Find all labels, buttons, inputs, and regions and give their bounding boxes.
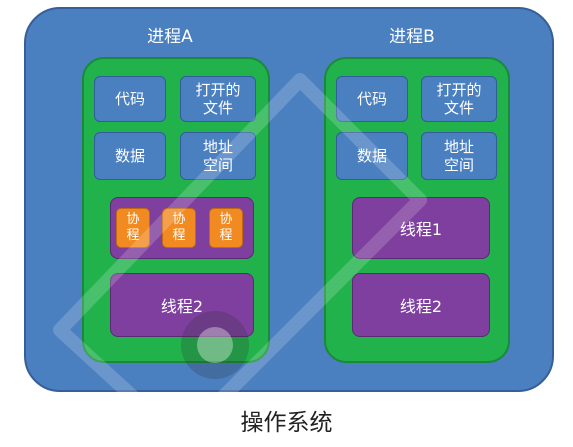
process-a-title: 进程A [147, 27, 193, 47]
process-b-data: 数据 [336, 132, 408, 180]
process-b-title: 进程B [389, 27, 435, 47]
process-a-open-files: 打开的 文件 [180, 76, 256, 122]
process-b-thread2: 线程2 [352, 273, 490, 337]
operating-system-label: 操作系统 [240, 410, 333, 436]
process-a-code: 代码 [94, 76, 166, 122]
process-a-data: 数据 [94, 132, 166, 180]
process-b-thread1: 线程1 [352, 197, 490, 259]
process-a-coroutine-3: 协 程 [209, 208, 243, 248]
process-a-coroutine-1: 协 程 [116, 208, 150, 248]
process-b-code: 代码 [336, 76, 408, 122]
process-a-coroutine-2: 协 程 [162, 208, 196, 248]
process-a-thread2: 线程2 [110, 273, 254, 337]
process-b-address-space: 地址 空间 [421, 132, 497, 180]
process-b-open-files: 打开的 文件 [421, 76, 497, 122]
process-a-address-space: 地址 空间 [180, 132, 256, 180]
